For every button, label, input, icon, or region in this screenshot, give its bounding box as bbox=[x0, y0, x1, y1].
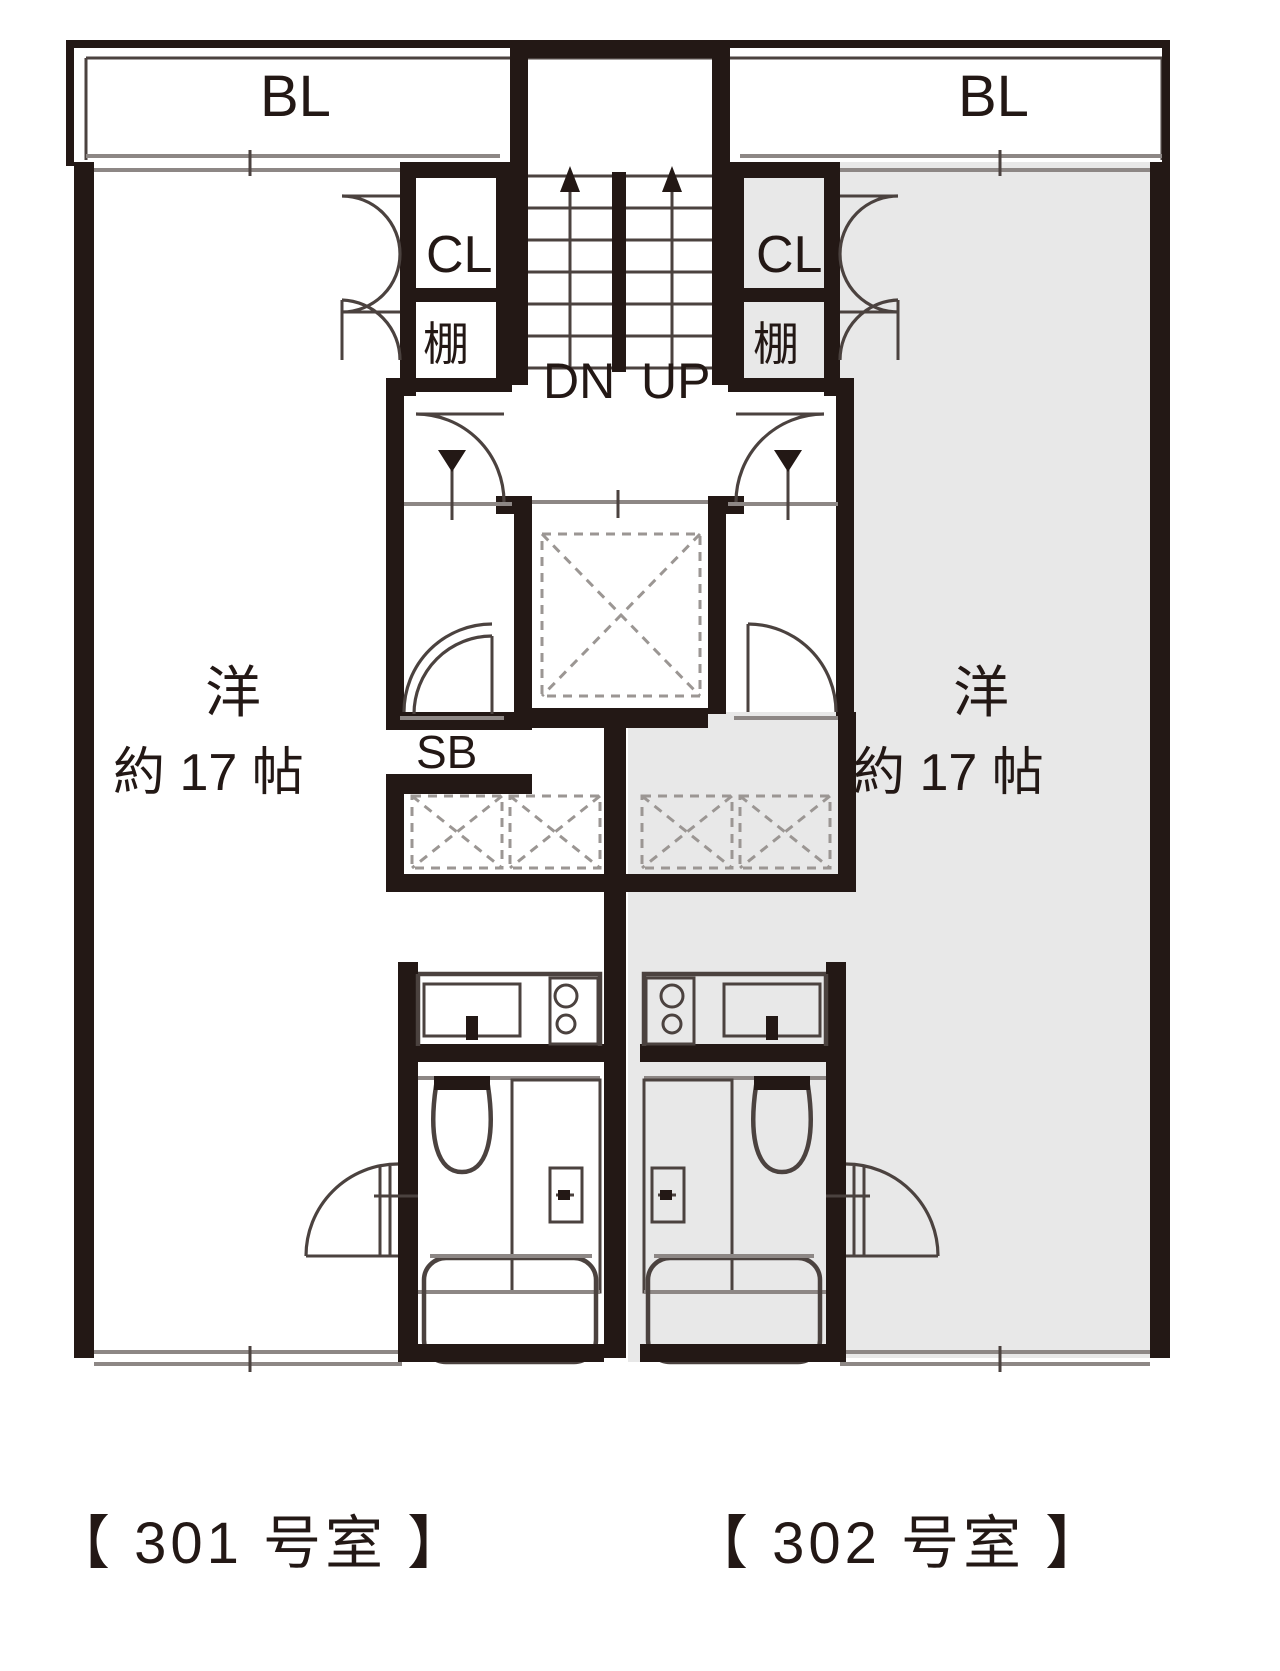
stairs-up-label: UP bbox=[641, 353, 710, 409]
stairs-dn-label: DN bbox=[543, 353, 615, 409]
gas-stove-right bbox=[644, 976, 696, 1046]
shelf-left-label: 棚 bbox=[423, 318, 469, 370]
service-box-left bbox=[386, 634, 532, 794]
common-staircase bbox=[510, 40, 730, 385]
room-door-right bbox=[734, 622, 840, 720]
closet-right bbox=[728, 162, 900, 392]
closet-left-label: CL bbox=[426, 226, 492, 284]
gas-stove-left bbox=[548, 976, 600, 1046]
closet-left bbox=[340, 162, 512, 392]
room-door-left bbox=[402, 622, 493, 713]
closet-right-label: CL bbox=[756, 226, 822, 284]
unit-302-caption: 【 302 号室 】 bbox=[690, 1511, 1108, 1576]
wardrobe-left bbox=[386, 774, 622, 892]
entry-corridor-walls bbox=[386, 378, 854, 718]
storage-meter-box bbox=[532, 490, 708, 708]
toilet-right bbox=[751, 1083, 813, 1175]
room-right-name: 洋 bbox=[953, 661, 1009, 724]
bathroom-left bbox=[304, 1062, 602, 1365]
service-box-label: SB bbox=[416, 726, 477, 778]
room-left-size: 約 17 帖 bbox=[113, 744, 304, 802]
party-wall bbox=[604, 708, 626, 1358]
wardrobe-right bbox=[622, 774, 856, 892]
unit-302-shading bbox=[628, 162, 1170, 1362]
wet-area-bottom-right bbox=[640, 1344, 846, 1362]
party-wall-head bbox=[532, 708, 708, 728]
bathroom-right bbox=[642, 1062, 940, 1365]
wardrobe-right-upper bbox=[838, 712, 856, 776]
unit-301-caption: 【 301 号室 】 bbox=[52, 1511, 470, 1576]
toilet-left bbox=[431, 1083, 493, 1175]
kitchen-right bbox=[640, 962, 846, 1062]
kitchen-left bbox=[398, 962, 604, 1062]
balcony-left-label: BL bbox=[260, 64, 331, 129]
unit-outer-walls bbox=[74, 162, 1170, 1372]
shelf-right-label: 棚 bbox=[753, 318, 799, 370]
entry-door-right bbox=[728, 412, 838, 520]
wet-area-bottom-left bbox=[398, 1344, 604, 1362]
room-right-size: 約 17 帖 bbox=[853, 744, 1044, 802]
entry-door-left bbox=[404, 412, 512, 520]
balcony-right-label: BL bbox=[958, 64, 1029, 129]
room-left-name: 洋 bbox=[205, 661, 261, 724]
